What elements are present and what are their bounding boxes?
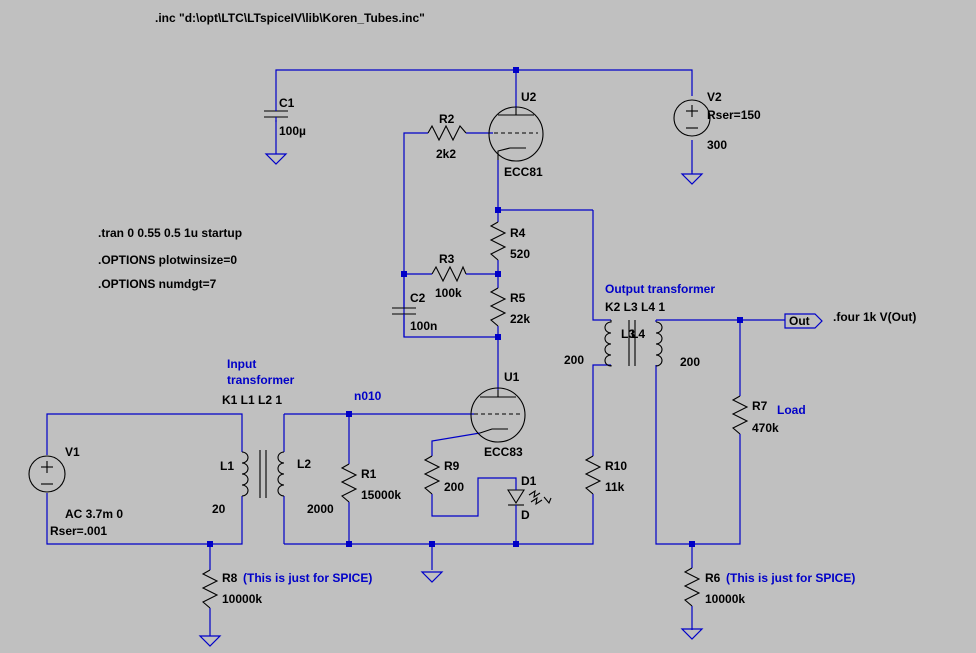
core-input (259, 450, 267, 498)
tube-u2[interactable] (488, 106, 544, 162)
d1-name: D1 (521, 474, 537, 488)
l1-value: 20 (212, 502, 226, 516)
r4-value: 520 (510, 247, 530, 261)
resistor-r7[interactable] (731, 395, 749, 435)
v1-rser: Rser=.001 (50, 524, 107, 538)
resistor-r3[interactable] (431, 265, 467, 283)
r2-name: R2 (439, 112, 455, 126)
c2-value: 100n (410, 319, 437, 333)
r7-value: 470k (752, 421, 779, 435)
r10-name: R10 (605, 459, 627, 473)
resistor-r1[interactable] (340, 463, 358, 503)
r1-value: 15000k (361, 488, 401, 502)
k2-directive: K2 L3 L4 1 (605, 300, 665, 314)
u1-value: ECC83 (484, 445, 523, 459)
inductor-l2[interactable] (277, 451, 285, 497)
ground-v2 (680, 170, 704, 185)
c2-name: C2 (410, 291, 426, 305)
r5-name: R5 (510, 291, 526, 305)
options-numdgt: .OPTIONS numdgt=7 (98, 277, 217, 291)
l4-value: 200 (680, 355, 700, 369)
v2-rser: Rser=150 (707, 108, 761, 122)
r10-value: 11k (605, 480, 625, 494)
resistor-r4[interactable] (489, 221, 507, 261)
options-plotwinsize: .OPTIONS plotwinsize=0 (98, 253, 237, 267)
four-directive: .four 1k V(Out) (833, 310, 916, 324)
capacitor-c1[interactable] (264, 100, 288, 122)
resistor-r2[interactable] (427, 124, 467, 142)
r2-value: 2k2 (436, 147, 456, 161)
ground-main (420, 571, 444, 583)
r4-name: R4 (510, 226, 526, 240)
output-transformer-label: Output transformer (605, 282, 715, 296)
r9-value: 200 (444, 480, 464, 494)
r1-name: R1 (361, 467, 377, 481)
r3-name: R3 (439, 252, 455, 266)
c1-value: 100µ (279, 124, 306, 138)
wires (46, 69, 785, 636)
r6-note: (This is just for SPICE) (726, 571, 855, 585)
r8-note: (This is just for SPICE) (243, 571, 372, 585)
out-port[interactable] (784, 313, 823, 329)
resistor-r9[interactable] (423, 455, 441, 495)
r9-name: R9 (444, 459, 460, 473)
r8-value: 10000k (222, 592, 262, 606)
diode-d1[interactable] (507, 488, 552, 508)
r5-value: 22k (510, 312, 530, 326)
l4-name: L4 (631, 327, 645, 341)
u2-name: U2 (521, 90, 537, 104)
v1-name: V1 (65, 445, 80, 459)
input-transformer-label-1: Input (227, 357, 256, 371)
v1-value: AC 3.7m 0 (65, 507, 123, 521)
input-transformer-label-2: transformer (227, 373, 295, 387)
u2-value: ECC81 (504, 165, 543, 179)
ground-r6 (680, 628, 704, 640)
voltage-source-v1[interactable] (28, 455, 66, 493)
k1-directive: K1 L1 L2 1 (222, 393, 282, 407)
inductor-l4[interactable] (655, 321, 663, 367)
capacitor-c2[interactable] (392, 307, 416, 337)
tube-u1[interactable] (470, 387, 526, 443)
resistor-r10[interactable] (584, 455, 602, 495)
voltage-source-v2[interactable] (673, 99, 711, 137)
l3-value: 200 (564, 353, 584, 367)
ground-c1 (264, 150, 288, 165)
r3-value: 100k (435, 286, 462, 300)
v2-value: 300 (707, 138, 727, 152)
c1-name: C1 (279, 96, 295, 110)
l1-name: L1 (220, 459, 234, 473)
inductor-l1[interactable] (241, 451, 249, 497)
l2-name: L2 (297, 457, 311, 471)
resistor-r6[interactable] (683, 567, 701, 607)
u1-name: U1 (504, 370, 520, 384)
resistor-r8[interactable] (201, 569, 219, 609)
l3-name: L3 (621, 327, 635, 341)
junctions (207, 67, 743, 547)
load-label: Load (777, 403, 806, 417)
node-label-n010: n010 (354, 389, 382, 403)
v2-name: V2 (707, 90, 722, 104)
r7-name: R7 (752, 399, 768, 413)
r6-name: R6 (705, 571, 721, 585)
resistor-r5[interactable] (489, 287, 507, 327)
tran-directive: .tran 0 0.55 0.5 1u startup (98, 226, 242, 240)
r6-value: 10000k (705, 592, 745, 606)
inductor-l3[interactable] (604, 320, 612, 367)
include-directive: .inc "d:\opt\LTC\LTspiceIV\lib\Koren_Tub… (155, 11, 425, 25)
d1-value: D (521, 508, 530, 522)
ground-r8 (198, 635, 222, 647)
out-port-label[interactable]: Out (789, 314, 810, 328)
l2-value: 2000 (307, 502, 334, 516)
core-output (628, 320, 636, 366)
r8-name: R8 (222, 571, 238, 585)
